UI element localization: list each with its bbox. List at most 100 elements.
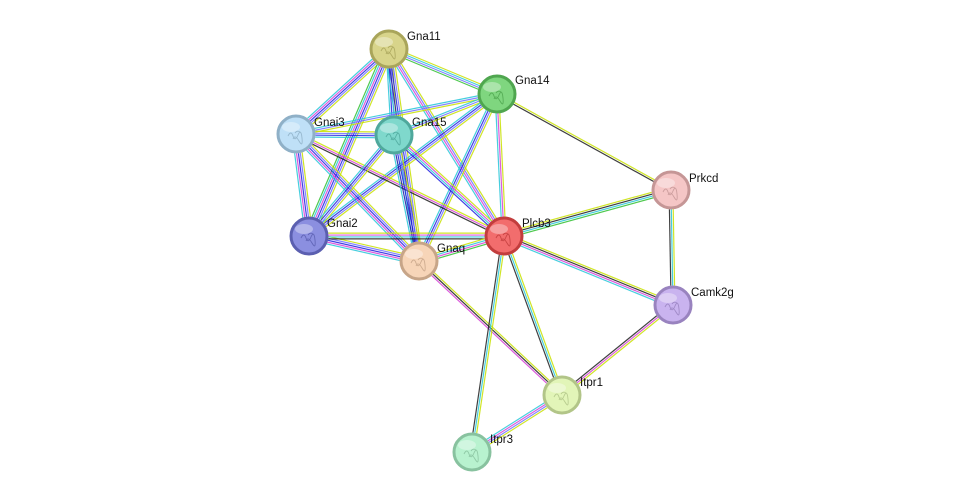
edge-evidence-textmining [392,48,424,261]
protein-structure-icon [287,130,303,145]
protein-structure-icon [300,232,316,247]
node-gloss [657,178,675,188]
edge-evidence-database [306,132,393,235]
edge-evidence-database [389,135,416,262]
edge-evidence-database [503,235,563,396]
node-label: Prkcd [689,173,718,185]
node-gnai2[interactable]: Gnai2 [289,216,358,256]
edge-evidence-homology [295,93,498,135]
edge-gnai3-gnaq[interactable] [292,130,423,265]
node-label: Camk2g [691,287,734,299]
edge-evidence-curated [309,49,391,237]
edge-plcb3-prkcd[interactable] [503,186,672,240]
node-gnaq[interactable]: Gnaq [399,241,466,281]
node-plcb3[interactable]: Plcb3 [484,216,551,256]
edge-evidence-textmining [389,45,499,92]
node-prkcd[interactable]: Prkcd [651,170,719,210]
edge-evidence-homology [309,135,396,237]
protein-structure-icon [495,232,511,247]
edge-evidence-database [292,136,417,265]
edge-gna11-gnai2[interactable] [304,46,394,239]
node-itpr1[interactable]: Itpr1 [542,375,604,415]
edge-plcb3-camk2g[interactable] [502,232,675,309]
node-circle [452,432,492,472]
edge-gna14-prkcd[interactable] [496,92,672,192]
edge-camk2g-itpr1[interactable] [560,303,675,397]
edge-gna11-gna14[interactable] [387,45,499,98]
protein-structure-icon [463,448,479,463]
edge-evidence-database [392,135,504,238]
edge-plcb3-itpr1[interactable] [501,235,565,396]
edge-evidence-curated [391,136,503,239]
node-circle [651,170,691,210]
edge-evidence-homology [388,49,497,96]
node-gna11[interactable]: Gna11 [369,29,441,69]
edge-evidence-neighborhood [504,192,672,240]
node-gloss [380,123,398,133]
node-gloss [483,82,501,92]
edge-evidence-textmining [310,136,397,239]
node-gloss [659,293,677,303]
node-gnai3[interactable]: Gnai3 [276,114,345,154]
edge-evidence-experiments [294,47,389,134]
node-label: Gna15 [412,117,447,129]
edge-evidence-database [504,190,672,238]
node-gna15[interactable]: Gna15 [374,115,447,155]
protein-structure-icon [553,391,569,406]
edge-evidence-database [471,235,505,453]
edge-evidence-curated [295,133,420,262]
edge-evidence-textmining [390,47,507,235]
edge-evidence-experiments [394,133,506,236]
node-itpr3[interactable]: Itpr3 [452,432,514,472]
edge-gna15-gnai2[interactable] [306,132,397,239]
edge-evidence-curated [295,48,390,135]
protein-structure-icon [380,45,396,60]
edge-evidence-coexpression [560,303,673,394]
edge-evidence-textmining [395,132,507,235]
edge-evidence-homology [311,49,393,238]
node-label: Gna14 [515,75,550,87]
edges-layer [291,45,676,455]
edge-plcb3-itpr3[interactable] [469,235,507,453]
node-gloss [282,122,300,132]
protein-structure-icon [488,90,504,105]
edge-evidence-textmining [503,186,671,234]
node-circle [276,114,316,154]
node-circle [484,216,524,256]
edge-gnai2-plcb3[interactable] [309,232,504,240]
edge-evidence-experiments [307,48,389,236]
edge-evidence-experiments [417,261,562,397]
edge-evidence-textmining [498,93,507,236]
protein-structure-icon [664,301,680,316]
edge-evidence-database [494,94,503,237]
node-gna14[interactable]: Gna14 [477,74,551,114]
edge-gna15-plcb3[interactable] [391,132,507,239]
edge-evidence-coexpression [294,135,504,239]
node-circle [542,375,582,415]
node-gloss [295,224,313,234]
edge-gna14-plcb3[interactable] [494,93,507,237]
node-label: Itpr3 [490,434,513,446]
edge-evidence-database [389,47,498,94]
edge-evidence-experiments [561,304,674,396]
edge-evidence-database [293,45,387,132]
edge-evidence-homology [296,49,391,136]
edge-evidence-textmining [497,92,672,190]
node-camk2g[interactable]: Camk2g [653,285,734,325]
edge-evidence-curated [308,92,497,236]
edge-evidence-coexpression [496,94,671,192]
node-circle [477,74,517,114]
edge-evidence-database [295,91,497,133]
edge-evidence-experiments [294,134,419,263]
node-gloss [490,224,508,234]
edge-evidence-cooccurrence [391,135,418,262]
edge-evidence-textmining [562,306,675,397]
protein-structure-icon [410,257,426,272]
node-label: Gnaq [437,243,465,255]
edge-gna11-plcb3[interactable] [386,47,507,238]
protein-structure-icon [662,186,678,201]
node-label: Gna11 [407,31,441,43]
node-circle [653,285,693,325]
edge-evidence-homology [389,48,506,236]
